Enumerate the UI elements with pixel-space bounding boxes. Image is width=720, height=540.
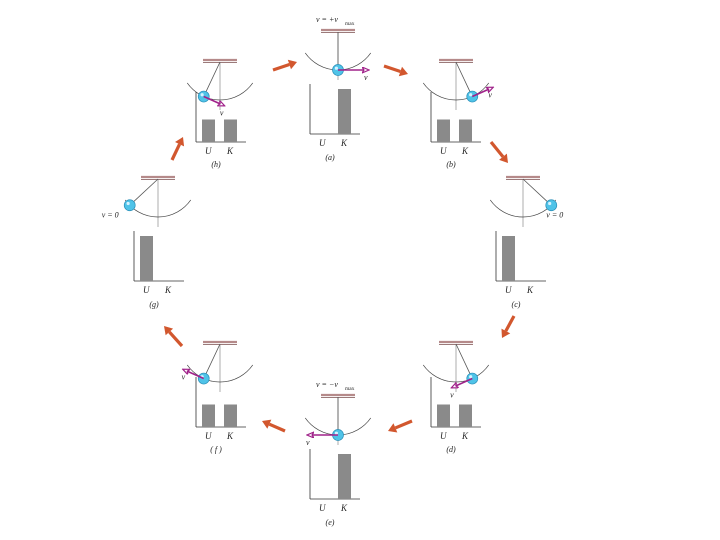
kinetic-energy-bar [224, 120, 237, 143]
k-axis-label: K [526, 285, 534, 295]
cycle-arrow-shaft [384, 66, 400, 71]
potential-energy-bar [202, 120, 215, 143]
k-axis-label: K [340, 503, 348, 513]
bob-highlight [335, 67, 338, 70]
velocity-label: v [182, 373, 186, 382]
panel-caption: (e) [326, 518, 335, 527]
u-axis-label: U [205, 431, 212, 441]
cycle-arrow-shaft [395, 421, 412, 428]
cycle-arrow-shaft [506, 316, 514, 331]
velocity-zero-label: v = 0 [102, 210, 119, 219]
velocity-label: v [364, 73, 368, 82]
cycle-arrow-shaft [269, 424, 285, 431]
u-axis-label: U [505, 285, 512, 295]
panel-d: vU K (d) [423, 342, 489, 454]
panel-h: vU K (h) [187, 60, 253, 169]
max-velocity-subscript: max [345, 21, 355, 27]
potential-energy-bar [202, 405, 215, 428]
pendulum-bob [124, 200, 135, 211]
cycle-arrow-shaft [491, 142, 503, 157]
u-axis-label: U [319, 138, 326, 148]
panel-caption: (h) [211, 160, 221, 169]
bob-highlight [201, 93, 204, 96]
panel-f: vU K ( f ) [182, 342, 253, 454]
cycle-arrow-shaft [273, 65, 289, 70]
bob-highlight [548, 202, 551, 205]
panel-caption: (g) [149, 300, 159, 309]
pendulum-bob [546, 200, 557, 211]
potential-energy-bar [437, 120, 450, 143]
panel-c: v = 0 U K (c) [490, 177, 563, 309]
cycle-arrow-shaft [169, 332, 182, 346]
u-axis-label: U [440, 431, 447, 441]
potential-energy-bar [502, 236, 515, 281]
panel-b: vU K (b) [423, 60, 492, 169]
bob-highlight [469, 375, 472, 378]
panel-caption: (a) [325, 153, 335, 162]
k-axis-label: K [226, 146, 234, 156]
k-axis-label: K [340, 138, 348, 148]
kinetic-energy-bar [224, 405, 237, 428]
u-axis-label: U [440, 146, 447, 156]
panel-g: v = 0 U K (g) [102, 177, 191, 309]
bob-highlight [127, 202, 130, 205]
kinetic-energy-bar [459, 120, 472, 143]
panel-caption: ( f ) [210, 445, 222, 454]
bob-highlight [469, 93, 472, 96]
kinetic-energy-bar [338, 454, 351, 499]
velocity-label: v [450, 390, 454, 399]
velocity-zero-label: v = 0 [546, 210, 563, 219]
potential-energy-bar [140, 236, 153, 281]
panel-caption: (b) [446, 160, 456, 169]
u-axis-label: U [143, 285, 150, 295]
kinetic-energy-bar [459, 405, 472, 428]
panel-caption: (d) [446, 445, 456, 454]
kinetic-energy-bar [338, 89, 351, 134]
max-velocity-subscript: max [345, 386, 355, 392]
u-axis-label: U [205, 146, 212, 156]
k-axis-label: K [164, 285, 172, 295]
u-axis-label: U [319, 503, 326, 513]
max-velocity-label: v = +v [316, 15, 338, 24]
velocity-label: v [306, 438, 310, 447]
velocity-label: v [220, 108, 224, 117]
panel-caption: (c) [512, 300, 521, 309]
cycle-arrow-shaft [172, 144, 180, 160]
max-velocity-label: v = −v [316, 380, 338, 389]
velocity-label: v [488, 91, 492, 100]
k-axis-label: K [461, 146, 469, 156]
k-axis-label: K [461, 431, 469, 441]
potential-energy-bar [437, 405, 450, 428]
k-axis-label: K [226, 431, 234, 441]
